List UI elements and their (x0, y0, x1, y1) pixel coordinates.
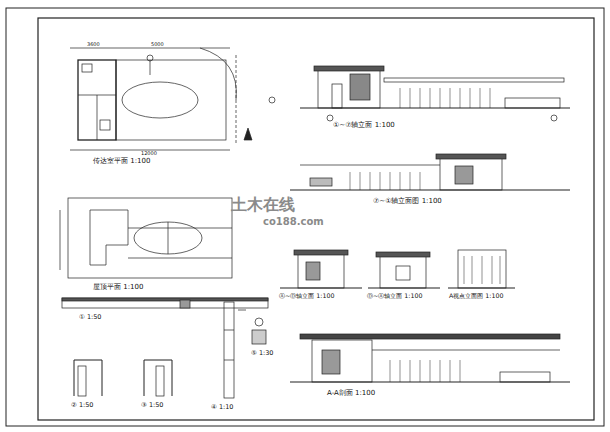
view-title: Ⓐ~Ⓓ轴立面 1:100 (278, 293, 335, 300)
view-title: ①~⑦轴立面 1:100 (332, 122, 396, 130)
detail-title: ③ 1:50 (140, 402, 165, 409)
view-title: ⑦~①轴立面图 1:100 (372, 198, 443, 206)
dimension: 12000 (140, 151, 158, 157)
watermark: 土木在线 (230, 196, 296, 214)
detail-title: ② 1:50 (70, 402, 95, 409)
view-title: A-A剖面 1:100 (326, 390, 376, 398)
watermark: co188.com (262, 216, 325, 227)
dimension: 5000 (150, 42, 165, 48)
view-title: A视点立面图 1:100 (448, 293, 504, 300)
view-title: 传达室平面 1:100 (92, 158, 151, 166)
view-title: 屋顶平面 1:100 (92, 284, 144, 292)
detail-title: ⑤ 1:30 (250, 350, 275, 357)
dimension: 3600 (86, 42, 101, 48)
detail-title: ① 1:50 (78, 314, 103, 321)
detail-title: ④ 1:10 (210, 404, 235, 411)
view-title: Ⓓ~Ⓐ轴立面 1:100 (366, 293, 423, 300)
